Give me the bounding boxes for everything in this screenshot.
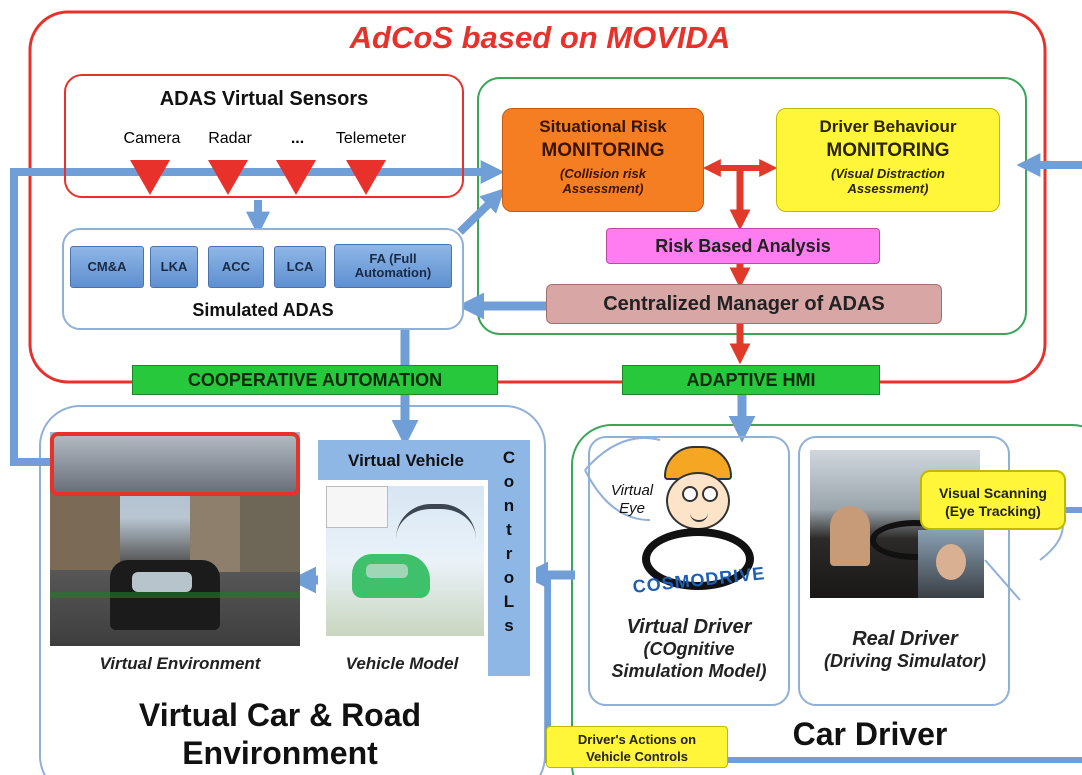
visual-scanning-line1: Visual Scanning bbox=[939, 485, 1047, 501]
adas-acc-button[interactable]: ACC bbox=[208, 246, 264, 288]
driver-behaviour-detail-2: Assessment) bbox=[847, 181, 929, 196]
risk-based-analysis-box: Risk Based Analysis bbox=[606, 228, 880, 264]
situational-risk-monitoring: MONITORING bbox=[541, 140, 665, 161]
cosmodrive-face bbox=[660, 446, 736, 530]
adas-virtual-sensors-box bbox=[64, 74, 464, 198]
centralized-manager-box: Centralized Manager of ADAS bbox=[546, 284, 942, 324]
adas-to-risk-arrow bbox=[457, 188, 505, 235]
virtual-driver-line2: (COgnitive bbox=[643, 639, 735, 659]
simulated-adas-heading: Simulated ADAS bbox=[192, 300, 334, 320]
driver-behaviour-title: Driver Behaviour bbox=[819, 117, 957, 136]
virtual-eye-label: Virtual Eye bbox=[598, 482, 666, 518]
vehicle-model-image bbox=[326, 486, 484, 636]
real-driver-box bbox=[798, 436, 1010, 706]
driver-behaviour-box: Driver Behaviour MONITORING (Visual Dist… bbox=[776, 108, 1000, 212]
controls-letter-n: n bbox=[503, 496, 515, 515]
sensor-label-radar: Radar bbox=[208, 130, 252, 147]
real-driver-caption: Real Driver (Driving Simulator) bbox=[800, 628, 1010, 672]
controls-letter-o: o bbox=[503, 472, 515, 491]
controls-letter-s: s bbox=[504, 616, 514, 635]
sensor-label-telemeter: Telemeter bbox=[335, 130, 407, 147]
virtual-driver-line1: Virtual Driver bbox=[626, 616, 752, 638]
controls-column: C o n t r o L s bbox=[488, 440, 530, 676]
vehicle-model-caption: Vehicle Model bbox=[345, 654, 459, 673]
sensors-heading: ADAS Virtual Sensors bbox=[159, 88, 369, 110]
adas-lka-button[interactable]: LKA bbox=[150, 246, 198, 288]
virtual-car-road-line2: Environment bbox=[182, 735, 378, 771]
virtual-environment-caption: Virtual Environment bbox=[99, 654, 261, 673]
virtual-driver-line3: Simulation Model) bbox=[611, 661, 767, 681]
visual-scanning-box: Visual Scanning (Eye Tracking) bbox=[920, 470, 1066, 530]
controls-letter-t: t bbox=[506, 520, 512, 539]
virtual-car-road-title: Virtual Car & Road Environment bbox=[70, 696, 490, 772]
drivers-actions-box: Driver's Actions on Vehicle Controls bbox=[546, 726, 728, 768]
sensor-label-more: ... bbox=[290, 130, 305, 147]
driver-behaviour-monitoring: MONITORING bbox=[826, 140, 950, 161]
real-driver-line2: (Driving Simulator) bbox=[823, 651, 986, 671]
adas-fa-button[interactable]: FA (Full Automation) bbox=[334, 244, 452, 288]
situational-risk-box: Situational Risk MONITORING (Collision r… bbox=[502, 108, 704, 212]
virtual-vehicle-header bbox=[318, 440, 488, 480]
adas-cma-button[interactable]: CM&A bbox=[70, 246, 144, 288]
controls-letter-o2: o bbox=[503, 568, 515, 587]
drivers-actions-line1: Driver's Actions on bbox=[577, 732, 697, 747]
adaptive-hmi-label: ADAPTIVE HMI bbox=[622, 365, 880, 395]
visual-scanning-line2: (Eye Tracking) bbox=[945, 503, 1041, 519]
virtual-eye-line1: Virtual bbox=[610, 482, 654, 499]
real-driver-line1: Real Driver bbox=[852, 628, 958, 650]
situational-risk-detail-2: Assessment) bbox=[562, 181, 644, 196]
virtual-car-road-line1: Virtual Car & Road bbox=[138, 697, 422, 733]
situational-risk-title: Situational Risk bbox=[539, 117, 667, 136]
cooperative-automation-label: COOPERATIVE AUTOMATION bbox=[132, 365, 498, 395]
controls-letter-l: L bbox=[503, 592, 515, 611]
virtual-driver-caption: Virtual Driver (COgnitive Simulation Mod… bbox=[590, 616, 788, 682]
virtual-eye-line2: Eye bbox=[619, 500, 645, 517]
virtual-vehicle-title: Virtual Vehicle bbox=[348, 451, 464, 470]
sensor-label-camera: Camera bbox=[123, 130, 181, 147]
drivers-actions-line2: Vehicle Controls bbox=[586, 749, 688, 764]
adas-lca-button[interactable]: LCA bbox=[274, 246, 326, 288]
virtual-driver-box bbox=[588, 436, 790, 706]
eye-tracking-photo bbox=[918, 530, 984, 598]
steering-wheel-icon bbox=[642, 528, 754, 590]
car-driver-title: Car Driver bbox=[792, 716, 948, 752]
situational-risk-detail-1: (Collision risk bbox=[560, 166, 646, 181]
controls-letter-c: C bbox=[502, 448, 516, 467]
diagram-title: AdCoS based on MOVIDA bbox=[349, 20, 731, 55]
driver-behaviour-detail-1: (Visual Distraction bbox=[831, 166, 945, 181]
virtual-environment-highlight bbox=[50, 432, 300, 496]
controls-letter-r: r bbox=[505, 544, 513, 563]
